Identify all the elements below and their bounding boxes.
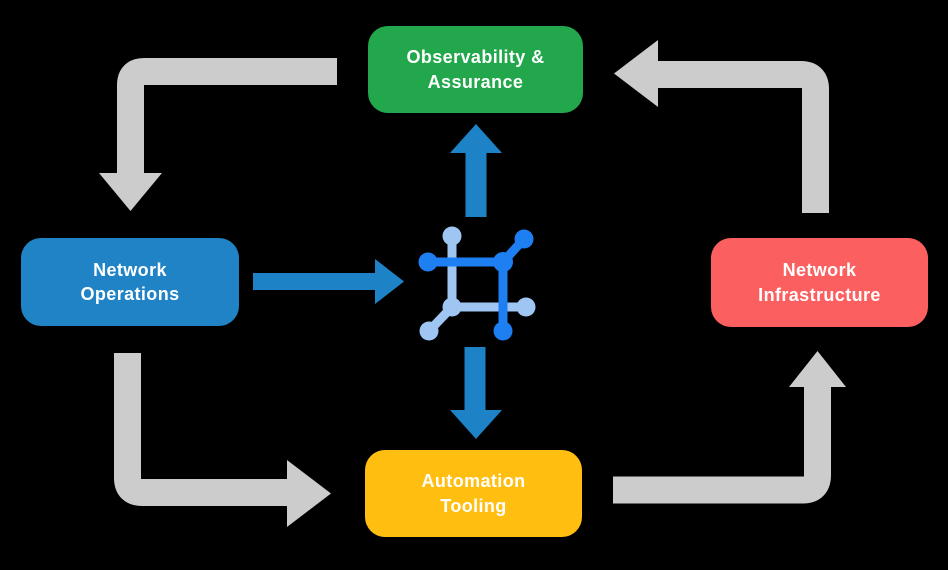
network-mesh-icon xyxy=(418,226,536,341)
arrow-center-to-automation xyxy=(450,347,502,439)
node-network-infrastructure-label: Network Infrastructure xyxy=(758,260,881,305)
node-observability-assurance: Observability & Assurance xyxy=(368,26,583,113)
arrow-operations-to-automation xyxy=(114,353,331,527)
arrow-center-to-observability xyxy=(450,124,502,217)
node-automation-tooling: Automation Tooling xyxy=(365,450,582,537)
arrow-infrastructure-to-observability xyxy=(614,40,829,213)
arrow-observability-to-operations xyxy=(99,58,337,211)
node-network-operations: Network Operations xyxy=(21,238,239,326)
arrow-operations-to-center xyxy=(253,259,404,304)
node-network-infrastructure: Network Infrastructure xyxy=(711,238,928,327)
node-observability-assurance-label: Observability & Assurance xyxy=(406,47,545,92)
arrow-automation-to-infrastructure xyxy=(613,351,846,504)
node-network-operations-label: Network Operations xyxy=(80,259,180,304)
node-automation-tooling-label: Automation Tooling xyxy=(421,471,526,516)
